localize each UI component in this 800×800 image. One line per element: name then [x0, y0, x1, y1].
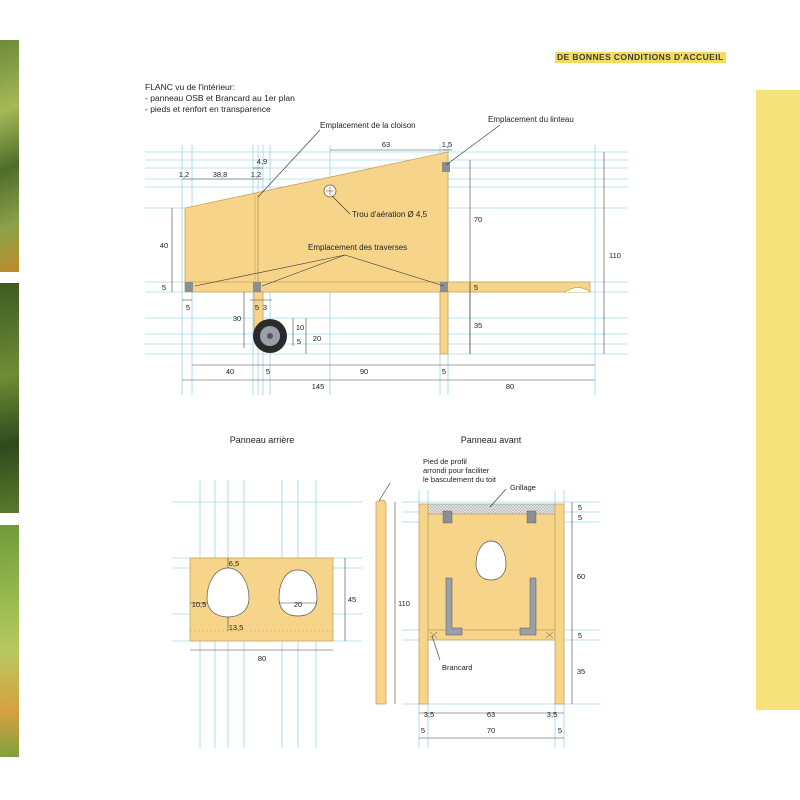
label-grillage: Grillage [510, 483, 536, 492]
dim-60: 60 [577, 572, 585, 581]
dim-6-5: 6,5 [229, 559, 239, 568]
caption-line-3: - pieds et renfort en transparence [145, 104, 271, 114]
rear-panel [189, 557, 334, 642]
dim-80: 80 [506, 382, 514, 391]
dim-3-5-left: 3,5 [424, 710, 434, 719]
dim-70: 70 [474, 215, 482, 224]
page-header: DE BONNES CONDITIONS D'ACCUEIL [555, 52, 726, 63]
dim-1-2-right: 1,2 [251, 170, 261, 179]
dim-3: 3 [263, 303, 267, 312]
dim-35: 35 [474, 321, 482, 330]
dim-4-9: 4,9 [257, 157, 267, 166]
front-panel-pointers [431, 488, 507, 661]
dim-63-front: 63 [487, 710, 495, 719]
dim-5-leg: 5 [255, 303, 259, 312]
dim-1-5: 1,5 [442, 140, 452, 149]
leg-note-line-2: arrondi pour faciliter [423, 466, 490, 475]
dim-63: 63 [382, 140, 390, 149]
dim-45: 45 [348, 595, 356, 604]
dim-5-top: 5 [578, 503, 582, 512]
dim-5-right: 5 [474, 283, 478, 292]
dim-90: 90 [360, 367, 368, 376]
dim-5-bottom-a: 5 [266, 367, 270, 376]
dim-5-bottom-b: 5 [442, 367, 446, 376]
front-panel-labels: Grillage Brancard [442, 483, 536, 672]
front-panel-title: Panneau avant [461, 435, 522, 445]
photo-strip-top [0, 40, 19, 272]
dim-5-left: 5 [162, 283, 166, 292]
dim-10-5: 10,5 [192, 600, 207, 609]
side-accent-band [756, 90, 800, 710]
dim-40-bottom: 40 [226, 367, 234, 376]
label-traverses: Emplacement des traverses [308, 243, 407, 252]
dim-1-2-left: 1,2 [179, 170, 189, 179]
dim-110-leg: 110 [398, 599, 410, 608]
rear-panel-dim-text: 6,5 10,5 20 13,5 45 80 [192, 559, 356, 663]
label-brancard: Brancard [442, 663, 472, 672]
dim-3-5-right: 3,5 [547, 710, 557, 719]
label-trou: Trou d'aération Ø 4,5 [352, 210, 428, 219]
side-view-caption: FLANC vu de l'intérieur: - panneau OSB e… [145, 82, 295, 115]
dim-30: 30 [233, 314, 241, 323]
side-view-pointers [194, 124, 501, 287]
label-linteau: Emplacement du linteau [488, 115, 574, 124]
rear-panel-dimensions [190, 558, 346, 651]
photo-strip-bottom [0, 525, 19, 757]
front-panel-dim-text: 5 5 60 5 35 3,5 63 3,5 5 70 5 [421, 503, 585, 735]
front-egg-hole [475, 540, 507, 581]
rear-egg-hole-right [278, 569, 318, 617]
front-panel-dimensions [419, 502, 573, 739]
dim-38-8: 38,8 [213, 170, 228, 179]
wheel [253, 319, 287, 353]
profile-leg-note: Pied de profil arrondi pour faciliter le… [423, 457, 497, 484]
dim-10: 10 [296, 323, 304, 332]
dim-5-post: 5 [186, 303, 190, 312]
dim-5-wheel: 5 [297, 337, 301, 346]
dim-110: 110 [609, 251, 621, 260]
label-cloison: Emplacement de la cloison [320, 121, 416, 130]
dim-70-front: 70 [487, 726, 495, 735]
profile-leg: 110 [375, 482, 410, 705]
dim-80-rear: 80 [258, 654, 266, 663]
dim-20-rear: 20 [294, 600, 302, 609]
leg-note-line-1: Pied de profil [423, 457, 467, 466]
photo-strip-middle [0, 283, 19, 513]
dim-5-left-bottom: 5 [421, 726, 425, 735]
bracket-right [519, 577, 537, 636]
caption-line-1: FLANC vu de l'intérieur: [145, 82, 235, 92]
dim-145: 145 [312, 382, 325, 391]
dim-5-second: 5 [578, 513, 582, 522]
side-view-dimensions [171, 149, 605, 381]
dim-13-5: 13,5 [229, 623, 244, 632]
side-view-dim-text: 63 1,5 4,9 1,2 38,8 1,2 70 110 40 5 5 5 … [160, 140, 621, 391]
caption-line-2: - panneau OSB et Brancard au 1er plan [145, 93, 295, 103]
front-panel [418, 503, 565, 705]
dim-5-right-bottom: 5 [558, 726, 562, 735]
rear-panel-title: Panneau arrière [230, 435, 295, 445]
bracket-left [445, 577, 463, 636]
side-view-wood [184, 151, 591, 355]
leg-note-line-3: le basculement du toit [423, 475, 497, 484]
dim-5-brancard: 5 [578, 631, 582, 640]
dim-40-height: 40 [160, 241, 168, 250]
dim-20: 20 [313, 334, 321, 343]
dim-35-front: 35 [577, 667, 585, 676]
side-view-labels: Emplacement de la cloison Emplacement du… [308, 115, 574, 252]
